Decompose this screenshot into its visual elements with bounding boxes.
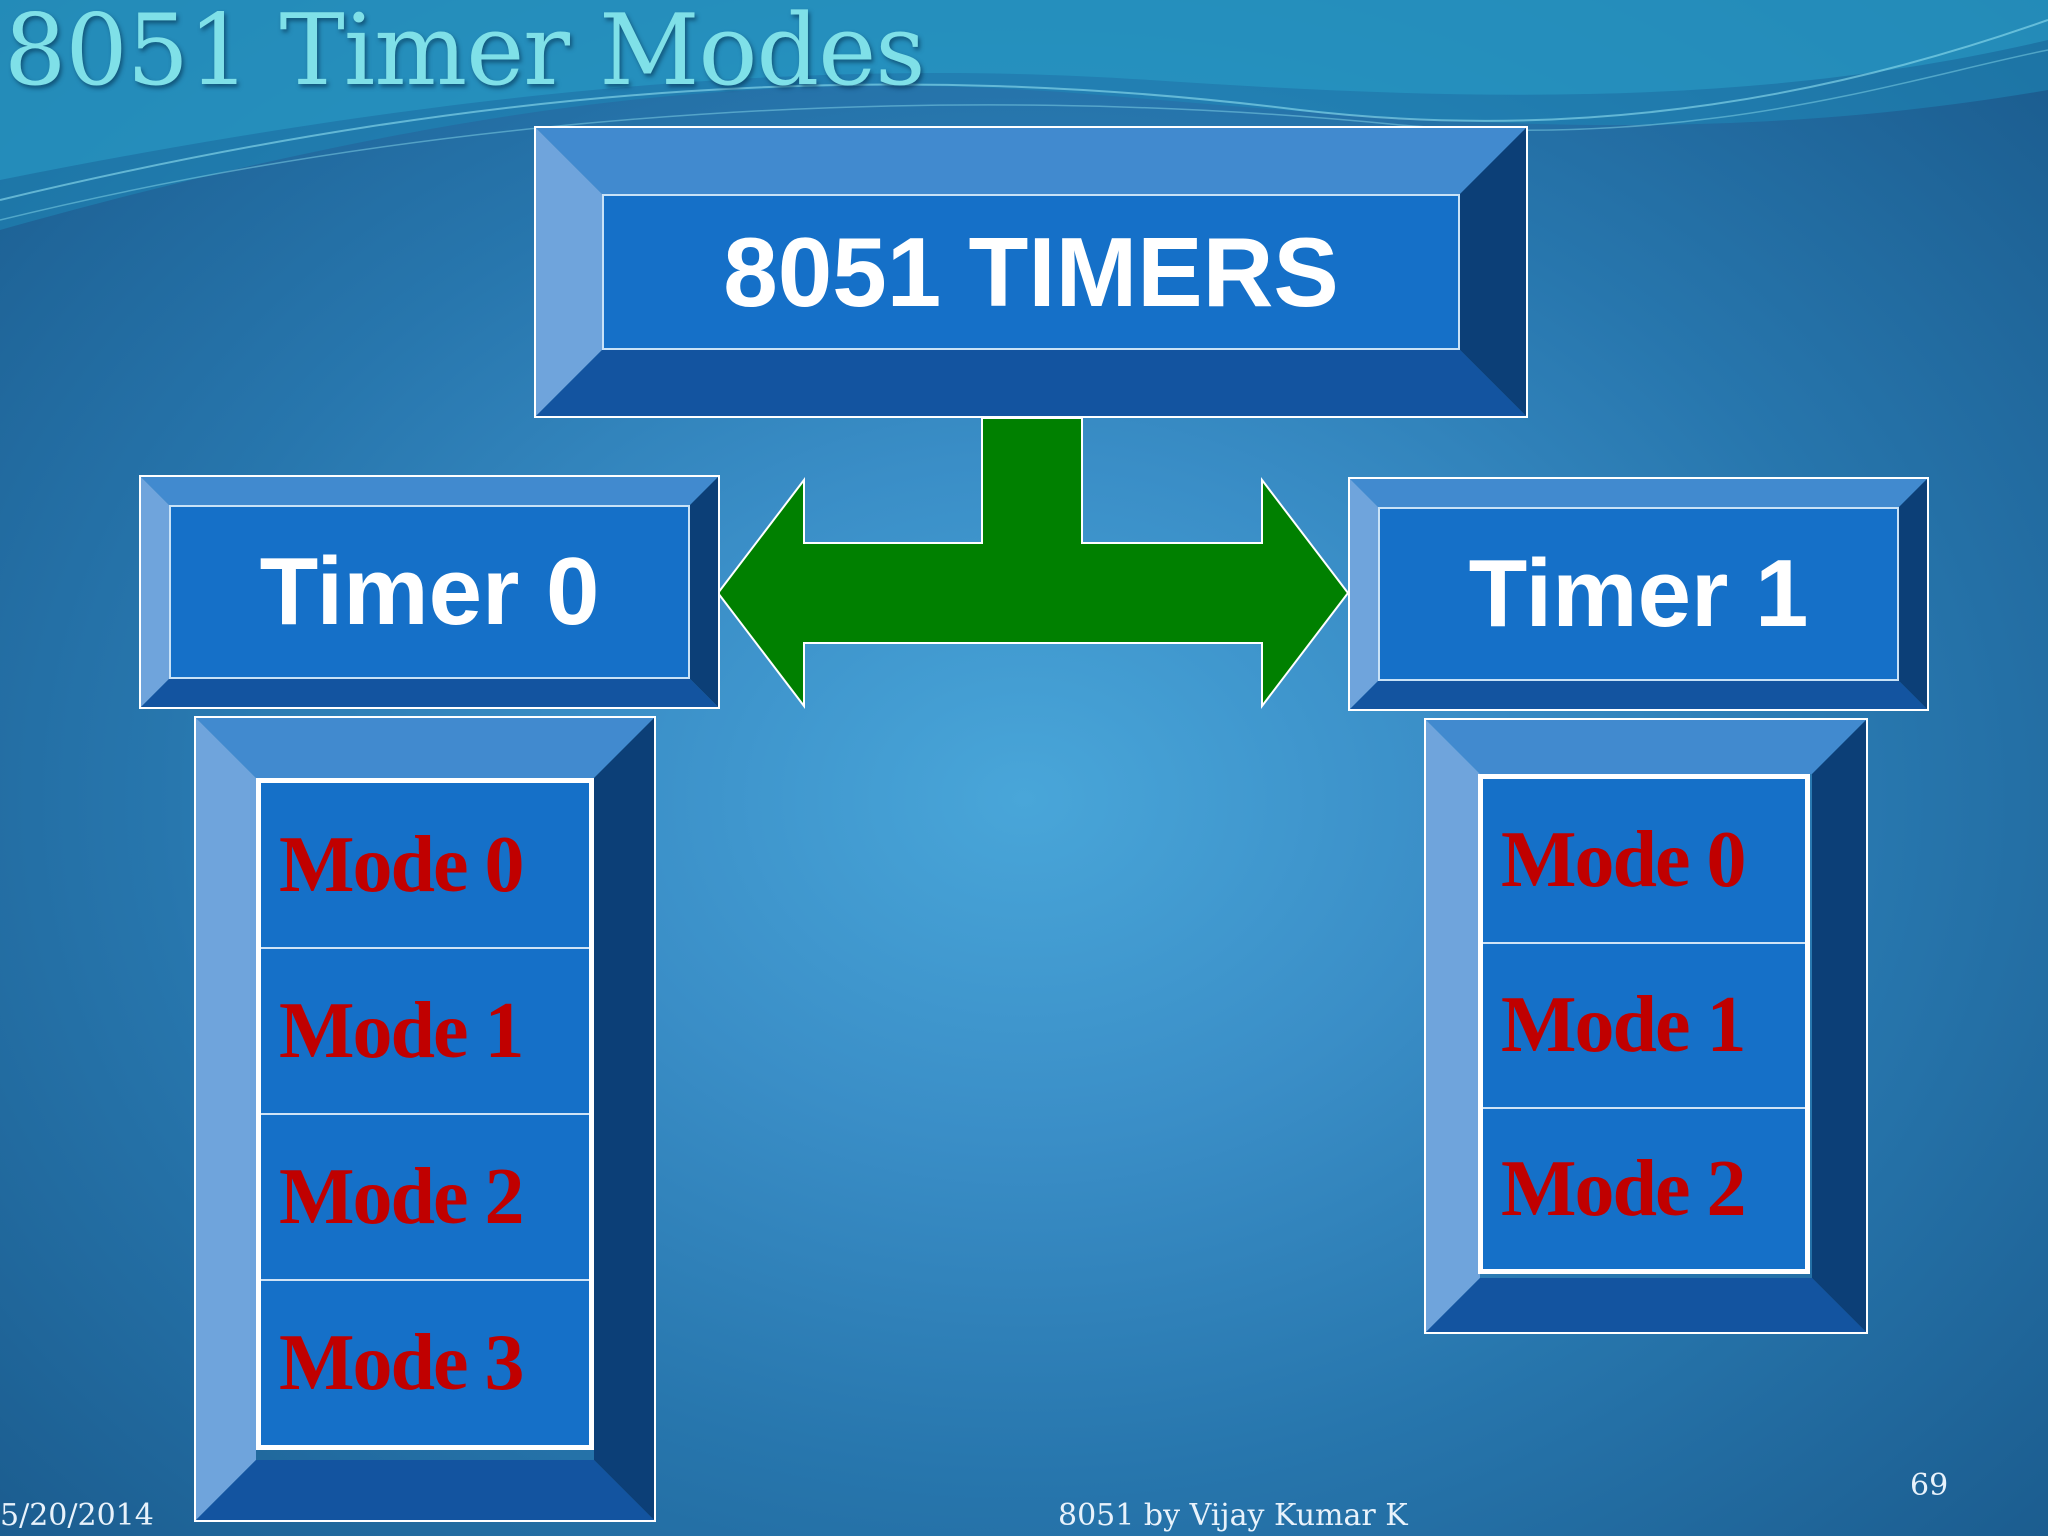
timer1-modes-frame: Mode 0 Mode 1 Mode 2	[1424, 718, 1868, 1334]
root-box-face: 8051 TIMERS	[602, 194, 1460, 350]
footer-author: 8051 by Vijay Kumar K	[1058, 1498, 1408, 1533]
timer1-box-bevel	[1350, 479, 1927, 709]
timer0-box: Timer 0	[139, 475, 720, 709]
timer0-label: Timer 0	[259, 538, 600, 645]
root-label: 8051 TIMERS	[723, 216, 1339, 327]
footer-date: 5/20/2014	[0, 1498, 154, 1533]
timer1-modes-bevel	[1426, 720, 1866, 1332]
root-box-bevel	[536, 128, 1526, 416]
timer0-mode-1: Mode 1	[261, 949, 589, 1115]
double-arrow-shape	[716, 417, 1350, 709]
timer1-box-face: Timer 1	[1378, 507, 1899, 681]
header-wave-decoration	[0, 0, 2048, 230]
timer1-mode-1: Mode 1	[1483, 944, 1805, 1109]
timer0-mode-list: Mode 0 Mode 1 Mode 2 Mode 3	[256, 778, 594, 1450]
timer0-modes-bevel	[196, 718, 654, 1520]
timer1-mode-list: Mode 0 Mode 1 Mode 2	[1478, 774, 1810, 1274]
timer1-box: Timer 1	[1348, 477, 1929, 711]
timer1-mode-0: Mode 0	[1483, 779, 1805, 944]
timer0-box-face: Timer 0	[169, 505, 690, 679]
timer0-modes-frame: Mode 0 Mode 1 Mode 2 Mode 3	[194, 716, 656, 1522]
footer-page-number: 69	[1910, 1468, 1949, 1503]
slide-title: 8051 Timer Modes	[4, 0, 926, 108]
timer0-mode-0: Mode 0	[261, 783, 589, 949]
root-box: 8051 TIMERS	[534, 126, 1528, 418]
timer0-mode-2: Mode 2	[261, 1115, 589, 1281]
timer1-mode-2: Mode 2	[1501, 1144, 1747, 1233]
timer0-mode-3: Mode 3	[279, 1318, 525, 1407]
timer1-label: Timer 1	[1468, 540, 1809, 647]
timer0-box-bevel	[141, 477, 718, 707]
